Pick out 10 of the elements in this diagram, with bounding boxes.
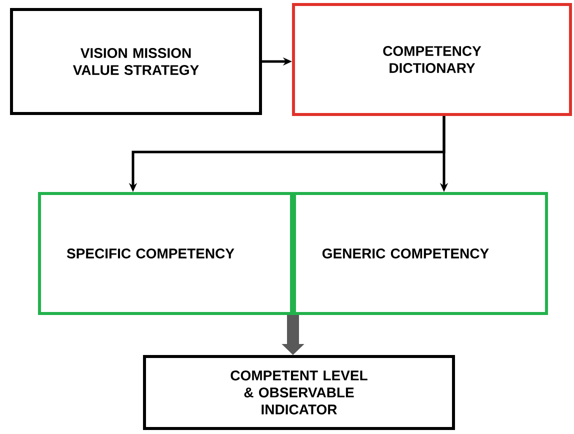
box-label: COMPETENT LEVEL & OBSERVABLE INDICATOR (230, 370, 368, 414)
box-label: COMPETENCY DICTIONARY (383, 46, 482, 73)
box-label: GENERIC COMPETENCY (322, 248, 489, 258)
process-box (293, 192, 548, 315)
process-box (143, 355, 455, 430)
box-label: SPECIFIC COMPETENCY (66, 248, 234, 258)
box-label: VISION MISSION VALUE STRATEGY (72, 48, 199, 75)
process-box (10, 8, 262, 115)
process-box (38, 192, 293, 315)
process-box (292, 3, 572, 116)
